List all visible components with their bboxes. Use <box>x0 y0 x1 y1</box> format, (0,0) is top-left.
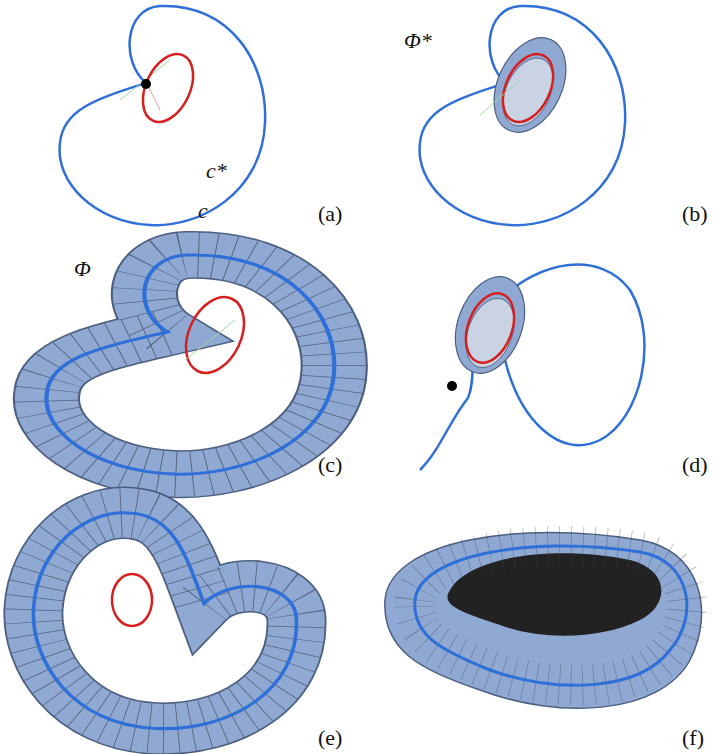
panel-label: (e) <box>318 727 342 749</box>
panel-b <box>420 6 626 225</box>
panel-f <box>385 533 702 709</box>
panel-label: (a) <box>318 203 342 225</box>
curve-label: c* <box>206 160 227 182</box>
panel-label: (b) <box>682 203 708 225</box>
panel-label: (f) <box>682 727 704 749</box>
panel-a <box>60 6 266 225</box>
panel-c <box>46 255 334 474</box>
panel-e <box>33 513 296 729</box>
panel-label: (c) <box>318 454 342 476</box>
curve-label: c <box>198 200 208 222</box>
surface-label: Φ* <box>404 30 432 52</box>
panel-d <box>420 265 644 470</box>
panel-label: (d) <box>682 454 708 476</box>
surface-label: Φ <box>74 258 91 280</box>
